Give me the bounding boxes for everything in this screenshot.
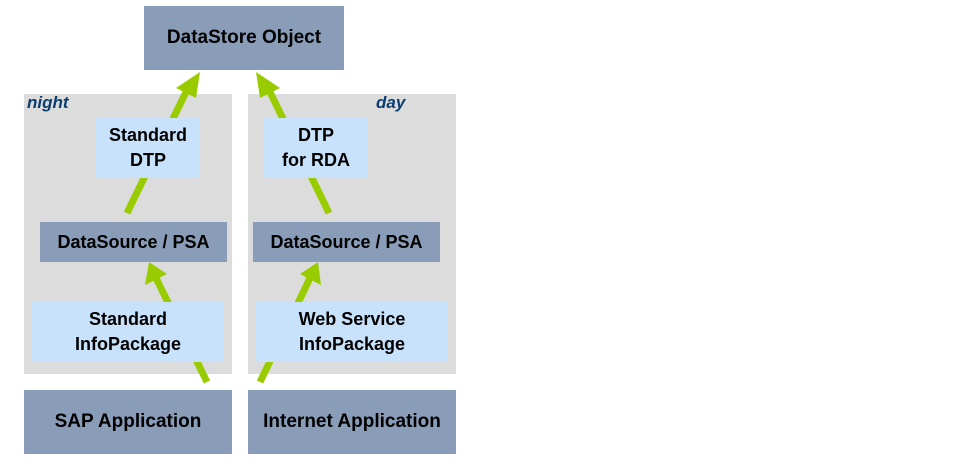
webservice-infopackage-node: Web Service InfoPackage	[256, 302, 448, 362]
standard-infopackage-line2: InfoPackage	[74, 334, 182, 354]
day-lane-label: day	[376, 93, 406, 112]
internet-application-label: Internet Application	[263, 411, 441, 432]
sap-application-node: SAP Application	[24, 390, 232, 454]
webservice-infopackage-line2: InfoPackage	[298, 334, 406, 354]
standard-dtp-line2: DTP	[129, 150, 166, 170]
standard-infopackage-line1: Standard	[88, 309, 167, 329]
rda-dtp-line1: DTP	[298, 125, 334, 145]
datastore-object-label: DataStore Object	[166, 27, 322, 48]
arrowhead-psa-right	[300, 262, 321, 285]
webservice-infopackage-line1: Web Service	[298, 309, 406, 329]
arrowhead-dso-left	[176, 72, 200, 98]
standard-dtp-node: Standard DTP	[96, 118, 200, 178]
rda-dtp-node: DTP for RDA	[264, 118, 368, 178]
rda-dtp-line2: for RDA	[282, 150, 350, 170]
standard-infopackage-node: Standard InfoPackage	[32, 302, 224, 362]
standard-dtp-line1: Standard	[108, 125, 187, 145]
night-datasource-psa-label: DataSource / PSA	[57, 231, 210, 252]
arrowhead-dso-right	[256, 72, 280, 98]
datastore-object-node: DataStore Object	[144, 6, 344, 70]
day-datasource-psa-label: DataSource / PSA	[270, 231, 423, 252]
night-lane-label: night	[27, 93, 69, 112]
sap-application-label: SAP Application	[54, 411, 202, 432]
night-datasource-psa-node: DataSource / PSA	[40, 222, 227, 262]
day-datasource-psa-node: DataSource / PSA	[253, 222, 440, 262]
internet-application-node: Internet Application	[248, 390, 456, 454]
arrowhead-psa-left	[145, 262, 167, 285]
